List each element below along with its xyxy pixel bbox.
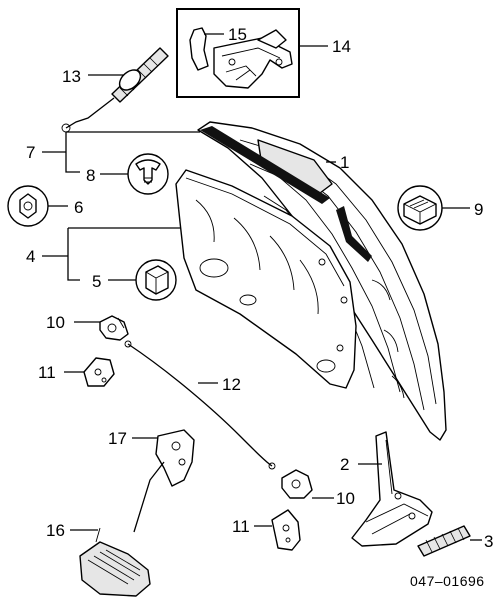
bracket-part-11-upper — [64, 357, 115, 387]
catch-part-10-upper — [74, 315, 129, 341]
callout-7: 7 — [26, 143, 35, 162]
callout-3: 3 — [484, 532, 493, 551]
spring-part-3 — [417, 525, 482, 557]
handle-part-16 — [70, 527, 151, 597]
callout-16: 16 — [46, 521, 65, 540]
callout-labels: 1 2 3 4 5 6 7 8 9 10 10 11 11 12 13 14 1… — [26, 25, 493, 551]
callout-10-lower: 10 — [336, 489, 355, 508]
clip-part-8 — [100, 153, 169, 195]
callout-10-upper: 10 — [46, 313, 65, 332]
callout-8: 8 — [86, 166, 95, 185]
clip-part-15 — [189, 27, 224, 71]
leader-lines-4-5 — [42, 227, 180, 281]
striker-bracket-part-14 — [213, 29, 293, 89]
leader-lines-7-8 — [42, 131, 200, 173]
catch-part-10-lower — [281, 469, 334, 499]
pad-part-9 — [397, 185, 470, 231]
callout-5: 5 — [92, 272, 101, 291]
callout-15: 15 — [228, 25, 247, 44]
cable-part-12 — [124, 340, 276, 470]
callout-9: 9 — [474, 200, 483, 219]
hinge-part-2 — [351, 431, 433, 547]
callout-14: 14 — [332, 37, 351, 56]
callout-2: 2 — [340, 455, 349, 474]
latch-part-17 — [132, 429, 195, 533]
bumper-part-5 — [108, 259, 177, 301]
callout-6: 6 — [74, 198, 83, 217]
insulator-pad-part-4 — [175, 169, 357, 389]
diagram-code: 047–01696 — [410, 573, 485, 589]
callout-12: 12 — [222, 375, 241, 394]
release-cable-part-13 — [61, 47, 169, 133]
callout-11-upper: 11 — [38, 363, 56, 382]
nut-part-6 — [7, 185, 68, 227]
callout-13: 13 — [62, 67, 81, 86]
callout-17: 17 — [108, 429, 127, 448]
callout-11-lower: 11 — [232, 517, 250, 536]
bracket-part-11-lower — [254, 509, 301, 551]
callout-4: 4 — [26, 247, 35, 266]
callout-1: 1 — [340, 153, 349, 172]
weatherstrip-part-7 — [200, 126, 372, 262]
